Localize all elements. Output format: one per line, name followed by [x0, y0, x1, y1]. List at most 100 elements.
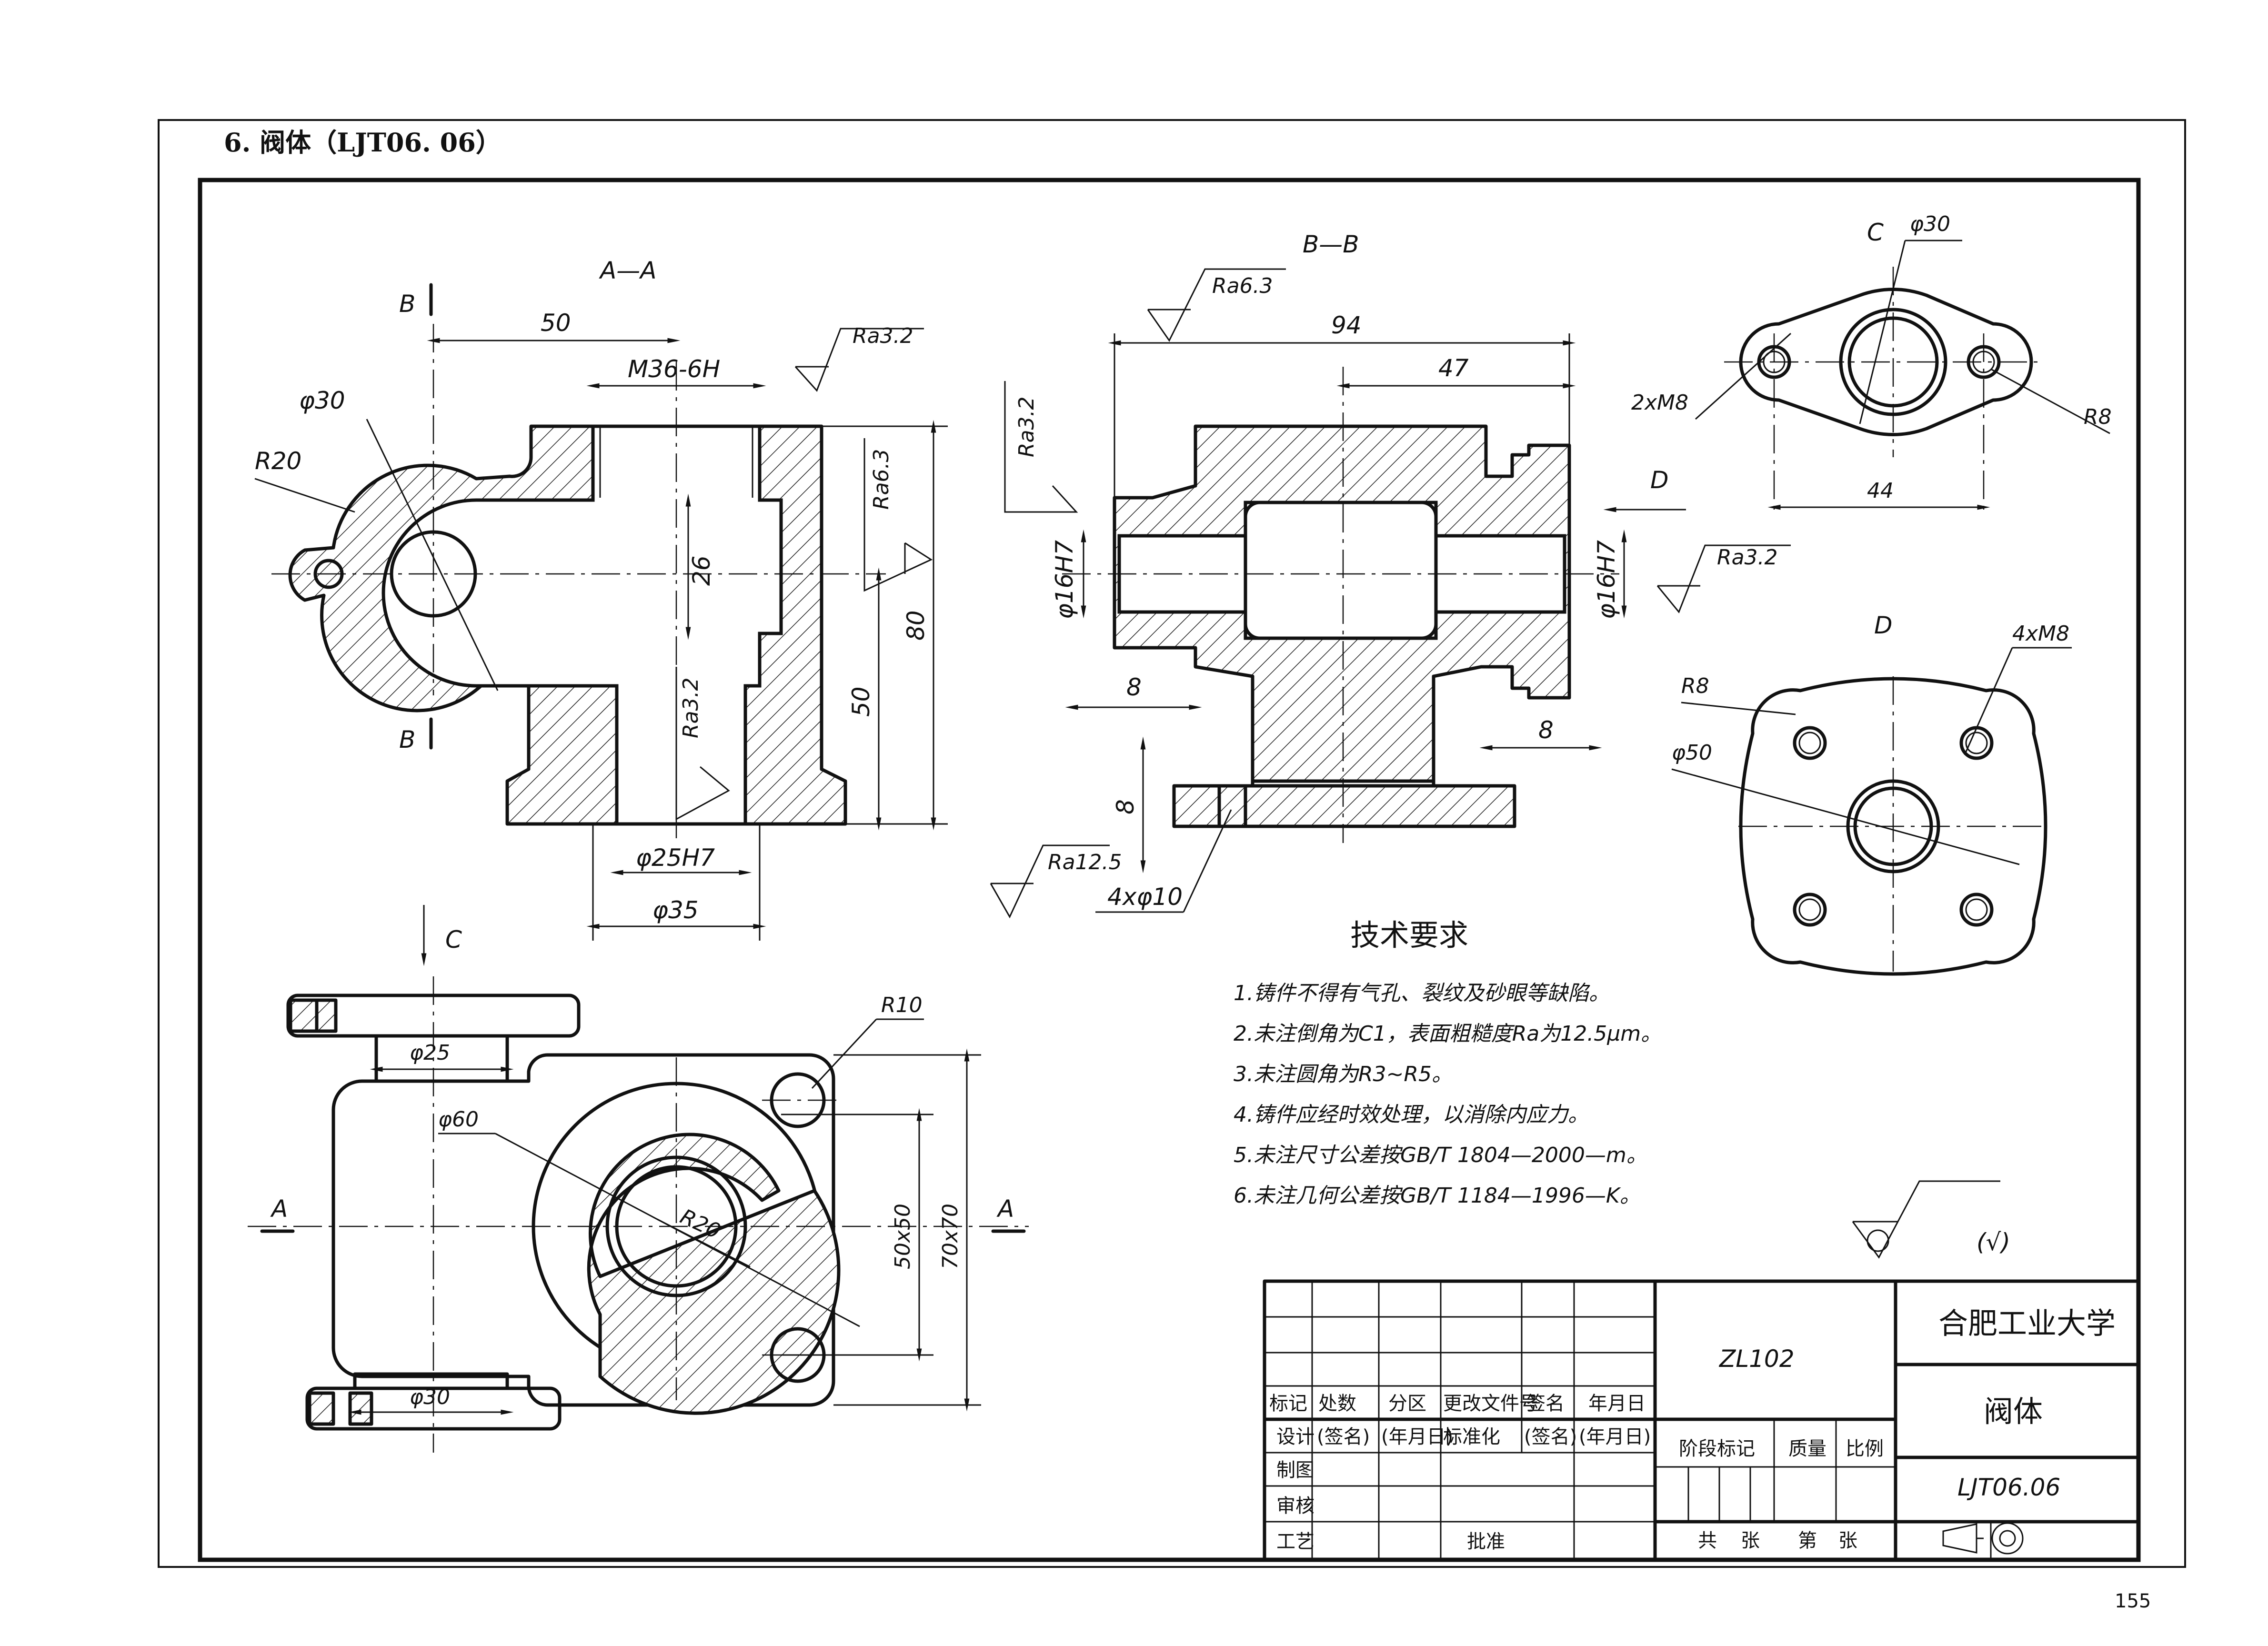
aa-dim-phi35: φ35: [652, 896, 699, 924]
c-dim-r8: R8: [2084, 405, 2112, 429]
tech-req-item-3: 3.未注圆角为R3~R5。: [1234, 1062, 1453, 1086]
tb-row-check: 审核: [1276, 1495, 1315, 1517]
cut-a-label-right: A: [996, 1195, 1014, 1223]
tb-drawing-number: LJT06.06: [1957, 1474, 2060, 1501]
tb-std-sign: (签名): [1524, 1426, 1577, 1448]
bb-dim-8-left: 8: [1126, 673, 1142, 701]
bb-dim-94: 94: [1331, 311, 1362, 339]
c-dim-44: 44: [1867, 479, 1894, 503]
aa-dim-phi30: φ30: [299, 387, 345, 414]
view-d: D 4xM8 R8 φ50: [1671, 612, 2072, 976]
tech-req-item-5: 5.未注尺寸公差按GB/T 1804—2000—m。: [1234, 1143, 1647, 1167]
tb-material: ZL102: [1718, 1345, 1795, 1373]
cut-b-label-bottom: B: [399, 726, 415, 753]
aa-ra32-inner: Ra3.2: [679, 677, 703, 738]
aa-ra63: Ra6.3: [869, 449, 893, 510]
tb-total-label: 共: [1698, 1530, 1717, 1552]
tb-header-count: 处数: [1318, 1393, 1356, 1415]
aa-dim-50-right: 50: [847, 686, 875, 717]
d-dim-r8: R8: [1681, 674, 1709, 698]
tb-sheet-label: 第: [1798, 1530, 1817, 1552]
c-dim-phi30: φ30: [1910, 212, 1950, 236]
aa-bore: [381, 424, 783, 826]
aa-dim-phi25h7: φ25H7: [636, 844, 715, 872]
tech-req-item-1: 1.铸件不得有气孔、裂纹及砂眼等缺陷。: [1234, 981, 1610, 1005]
bb-ra63: Ra6.3: [1212, 274, 1273, 298]
projection-symbol-icon: [1942, 1522, 2024, 1555]
tech-req-item-2: 2.未注倒角为C1，表面粗糙度Ra为12.5μm。: [1234, 1022, 1662, 1046]
tb-design-label: 设计: [1276, 1426, 1315, 1448]
title-block: ZL102 合肥工业大学 阀体 LJT06.06 标记 处数 分区 更改文件号 …: [1263, 1279, 2140, 1562]
bottom-dim-70x70: 70x70: [938, 1204, 963, 1269]
section-bb-title: B—B: [1303, 231, 1359, 258]
tb-header-date: 年月日: [1588, 1393, 1646, 1415]
tb-total-unit: 张: [1741, 1530, 1760, 1552]
bb-ra32-left: Ra3.2: [1014, 396, 1039, 457]
view-c-title: C: [1867, 219, 1884, 246]
tb-design-date: (年月日): [1381, 1426, 1453, 1448]
cut-a-label-left: A: [270, 1195, 288, 1223]
tb-header-mark: 标记: [1269, 1393, 1307, 1415]
aa-dim-r20: R20: [255, 447, 301, 475]
bottom-body-outline: [331, 1053, 835, 1407]
tb-header-zone: 分区: [1388, 1393, 1426, 1415]
tb-part-name: 阀体: [1984, 1394, 2043, 1429]
tb-sheet-unit: 张: [1838, 1530, 1857, 1552]
bb-ra125: Ra12.5: [1048, 850, 1122, 874]
aa-dim-50-top: 50: [541, 309, 571, 337]
tech-req-title: 技术要求: [1350, 918, 1468, 953]
bb-ra32-right: Ra3.2: [1717, 545, 1778, 570]
tb-mass: 质量: [1788, 1438, 1826, 1460]
tb-standardize: 标准化: [1443, 1426, 1500, 1448]
tb-header-change-doc: 更改文件号: [1443, 1393, 1538, 1415]
bottom-view: C A A R10 φ25 φ60 R20: [248, 905, 1029, 1453]
outer-frame: [158, 119, 2186, 1568]
bb-dim-phi16h7-right: φ16H7: [1593, 540, 1620, 619]
tech-req-item-4: 4.铸件应经时效处理，以消除内应力。: [1234, 1103, 1589, 1127]
bottom-dim-phi25: φ25: [410, 1041, 450, 1065]
tb-stage-mark: 阶段标记: [1679, 1438, 1755, 1460]
section-aa-view: A—A B B 50 M36-6H φ30 R20 26 50 80: [254, 257, 948, 941]
section-bb-view: B—B 94 47 φ16H7 φ16H7 8 8 8 4xφ10 Ra6.3: [990, 231, 1791, 919]
drawing-border: [198, 178, 2141, 1562]
bb-base: [1172, 784, 1516, 828]
bottom-dim-phi60: φ60: [438, 1107, 479, 1132]
aa-dim-80: 80: [902, 610, 930, 641]
tb-row-process: 工艺: [1276, 1531, 1315, 1553]
section-aa-title: A—A: [599, 257, 656, 284]
c-dim-2xm8: 2xM8: [1631, 391, 1688, 415]
tb-design-sign: (签名): [1317, 1426, 1370, 1448]
c-flange-outline: [1739, 288, 2033, 436]
bb-dim-47: 47: [1438, 354, 1469, 382]
aa-ra32-top: Ra3.2: [853, 324, 913, 348]
view-c: C φ30 2xM8 R8 44: [1631, 212, 2112, 514]
general-roughness-symbol: (√): [1852, 1180, 2010, 1259]
bb-dim-4xphi10: 4xφ10: [1107, 883, 1183, 911]
view-d-arrow-label: D: [1650, 466, 1669, 494]
view-c-arrow-label: C: [445, 926, 462, 953]
bb-dim-phi16h7-left: φ16H7: [1051, 540, 1078, 619]
page-heading: 6. 阀体（LJT06. 06）: [224, 127, 502, 158]
tb-organization: 合肥工业大学: [1938, 1306, 2116, 1341]
technical-requirements: 技术要求 1.铸件不得有气孔、裂纹及砂眼等缺陷。 2.未注倒角为C1，表面粗糙度…: [1234, 918, 1662, 1208]
cut-b-label-top: B: [399, 290, 415, 318]
tb-std-date: (年月日): [1579, 1426, 1651, 1448]
d-dim-4xm8: 4xM8: [2012, 622, 2069, 646]
tb-header-sign: 签名: [1526, 1393, 1565, 1415]
general-roughness-paren: (√): [1977, 1228, 2010, 1256]
page-number: 155: [2115, 1590, 2151, 1612]
bottom-dim-phi30: φ30: [410, 1385, 450, 1409]
bb-dim-8-vertical: 8: [1112, 799, 1139, 814]
tb-approve: 批准: [1467, 1531, 1505, 1553]
tb-scale: 比例: [1846, 1438, 1884, 1460]
view-d-title: D: [1874, 612, 1893, 639]
bottom-dim-50x50: 50x50: [891, 1204, 915, 1269]
aa-dim-m36: M36-6H: [628, 355, 720, 383]
d-dim-phi50: φ50: [1672, 741, 1712, 765]
aa-dim-26: 26: [688, 555, 715, 586]
bb-dim-8-right: 8: [1538, 716, 1554, 744]
bottom-dim-r10: R10: [881, 993, 923, 1017]
tb-row-drawing: 制图: [1276, 1459, 1315, 1481]
tech-req-item-6: 6.未注几何公差按GB/T 1184—1996—K。: [1234, 1184, 1641, 1208]
